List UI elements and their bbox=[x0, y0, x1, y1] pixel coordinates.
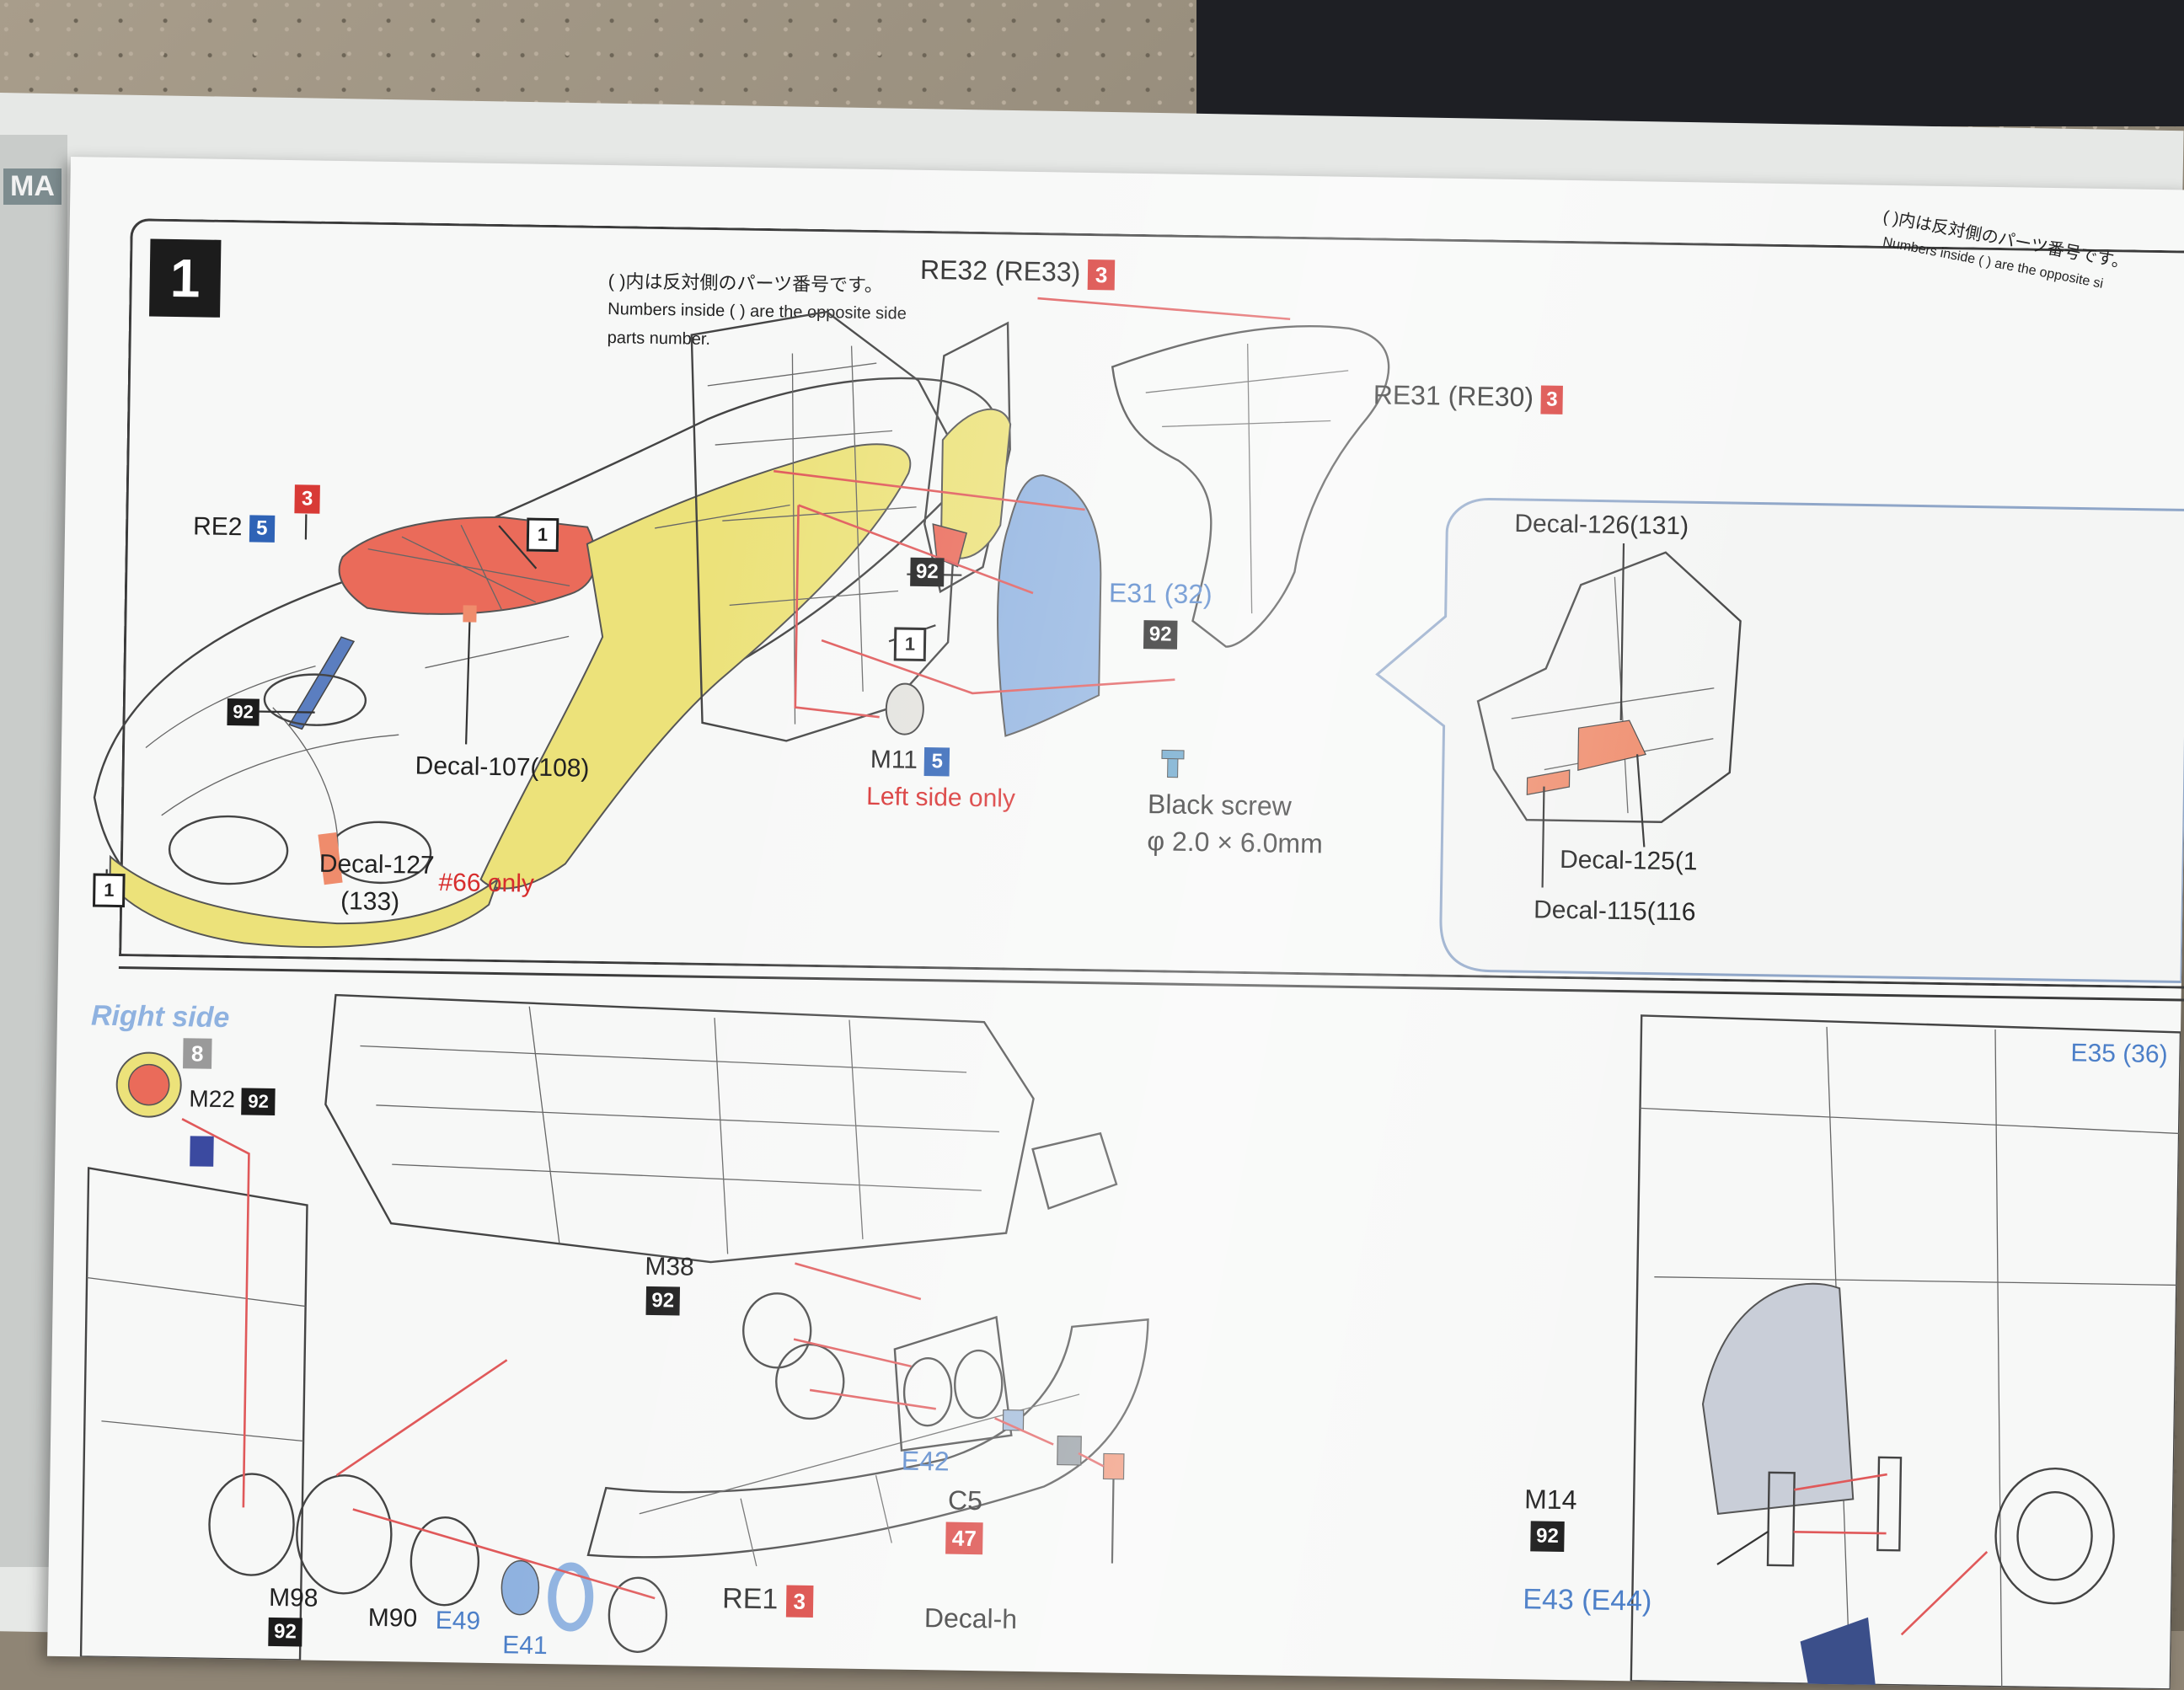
vent-red-tab bbox=[932, 523, 968, 568]
car-body-drawing bbox=[93, 377, 998, 949]
decal-115-label: Decal-115(116 bbox=[1533, 896, 1696, 927]
re2-label: RE2 5 bbox=[192, 512, 276, 543]
c5-mark bbox=[1057, 1435, 1082, 1466]
re32-part: RE32 (RE33) bbox=[919, 254, 1081, 287]
left-side-only-note: Left side only bbox=[865, 782, 1016, 813]
front-part-box: 1 bbox=[93, 873, 126, 908]
rear-bumper-drawing bbox=[296, 993, 1149, 1653]
e49-label: E49 bbox=[435, 1607, 481, 1635]
m11-color-badge: 5 bbox=[924, 747, 950, 777]
m11-cap bbox=[885, 682, 924, 735]
e35-label: E35 (36) bbox=[2070, 1039, 2168, 1069]
re2-color-badge: 5 bbox=[249, 515, 276, 543]
only-66-note: #66 only bbox=[438, 868, 535, 898]
m90-label: M90 bbox=[367, 1603, 418, 1633]
vent-color-badge: 92 bbox=[910, 557, 945, 587]
e31-color-badge: 92 bbox=[1143, 620, 1178, 650]
m22-color-badge: 92 bbox=[241, 1087, 276, 1115]
decal-125-mark bbox=[1577, 719, 1646, 771]
re31-color-badge: 3 bbox=[1540, 384, 1564, 414]
c5-color-badge: 47 bbox=[945, 1522, 983, 1555]
blue-stripe-decal bbox=[190, 1136, 214, 1167]
m38-label: M38 bbox=[645, 1252, 695, 1281]
m14-color-badge: 92 bbox=[1530, 1521, 1565, 1553]
right-side-heading: Right side bbox=[90, 999, 230, 1035]
windshield-blue bbox=[288, 636, 356, 730]
re1-color-badge: 3 bbox=[785, 1585, 814, 1618]
m14-label: M14 bbox=[1523, 1484, 1577, 1516]
re1-part: RE1 bbox=[721, 1582, 779, 1616]
e42-label: E42 bbox=[901, 1445, 950, 1477]
m38-color-badge: 92 bbox=[645, 1286, 681, 1316]
c5-label: C5 bbox=[947, 1484, 983, 1516]
decal-127-alt-label: (133) bbox=[340, 887, 400, 917]
m98-color-badge: 92 bbox=[268, 1617, 302, 1647]
m22-label: M22 92 bbox=[189, 1085, 276, 1115]
m11-part: M11 bbox=[870, 745, 918, 774]
vent-part-box: 1 bbox=[893, 627, 927, 662]
right-side-light-drawing bbox=[79, 1051, 308, 1661]
re1-label: RE1 3 bbox=[721, 1582, 814, 1618]
decal-107-mark bbox=[463, 605, 477, 623]
e43-label: E43 (E44) bbox=[1523, 1583, 1652, 1618]
re31-part: RE31 (RE30) bbox=[1373, 379, 1534, 413]
window-color-badge: 92 bbox=[227, 698, 260, 726]
black-screw-label: Black screw bbox=[1147, 789, 1293, 821]
m22-part: M22 bbox=[189, 1085, 236, 1113]
decal-126-label: Decal-126(131) bbox=[1514, 509, 1689, 541]
decal-125-label: Decal-125(1 bbox=[1559, 845, 1698, 876]
re2-part: RE2 bbox=[192, 512, 243, 542]
decal-107-label: Decal-107(108) bbox=[415, 751, 590, 783]
light-red-center bbox=[127, 1063, 170, 1106]
e31-label: E31 (32) bbox=[1108, 577, 1213, 610]
dark-cloth bbox=[1196, 0, 2184, 126]
side-part-box: 1 bbox=[526, 517, 559, 553]
e41-ring bbox=[548, 1562, 594, 1632]
decal-115-mark bbox=[1526, 769, 1571, 795]
screw-size-label: φ 2.0 × 6.0mm bbox=[1147, 826, 1324, 859]
side-intake-drawing bbox=[690, 297, 1390, 778]
front-yellow-area bbox=[109, 854, 500, 949]
m98-label: M98 bbox=[268, 1583, 318, 1612]
instruction-page: 1 ( )内は反対側のパーツ番号です。 Numbers inside ( ) a… bbox=[47, 157, 2184, 1690]
light-grey-badge: 8 bbox=[183, 1038, 212, 1069]
decal-127-mark bbox=[318, 832, 343, 885]
decal-127-label: Decal-127 bbox=[318, 849, 435, 880]
e41-label: E41 bbox=[502, 1631, 548, 1661]
detail-inset bbox=[1375, 497, 2184, 983]
back-page-tab: MA bbox=[3, 168, 62, 205]
roof-color-badge: 3 bbox=[294, 484, 320, 514]
e49-disc bbox=[500, 1559, 540, 1616]
m11-label: M11 5 bbox=[870, 746, 950, 777]
re32-label: RE32 (RE33) 3 bbox=[919, 254, 1116, 291]
re31-label: RE31 (RE30) 3 bbox=[1373, 379, 1564, 414]
decal-h-mark bbox=[1102, 1452, 1125, 1480]
re32-color-badge: 3 bbox=[1087, 259, 1116, 291]
blue-panel-e31 bbox=[997, 474, 1102, 737]
rear-light-drawing bbox=[1630, 1014, 2182, 1690]
assembly-drawings bbox=[79, 297, 2184, 1690]
decal-h-label: Decal-h bbox=[923, 1602, 1018, 1634]
side-yellow-area bbox=[479, 443, 912, 890]
